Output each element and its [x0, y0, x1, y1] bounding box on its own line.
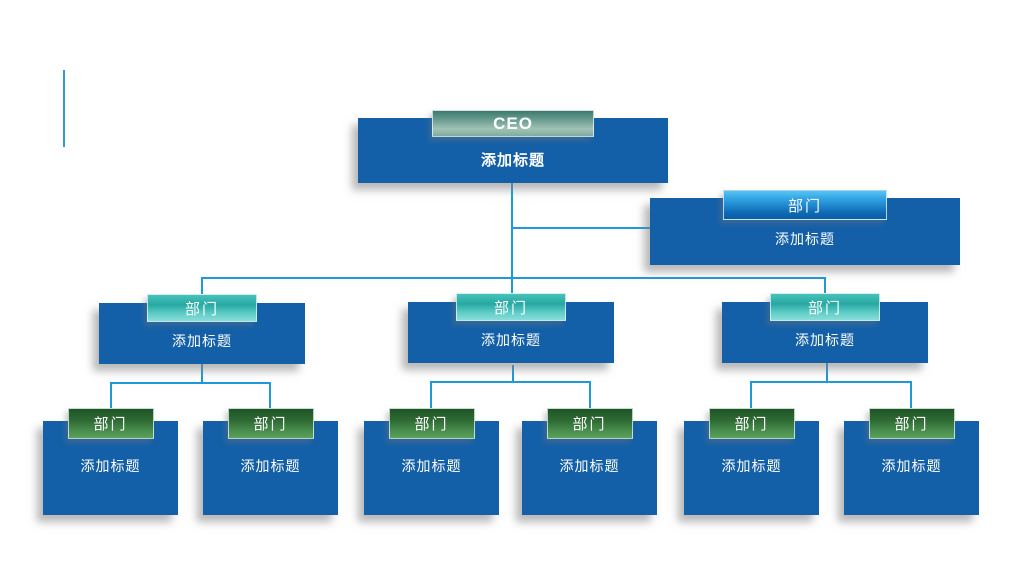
dept-node-leaf-3[interactable]: 部门 添加标题 — [364, 408, 499, 515]
dept-node-mid-3[interactable]: 部门 添加标题 — [722, 293, 928, 363]
dept-mid-2-badge-label: 部门 — [493, 299, 528, 317]
dept-right-title-placeholder[interactable]: 添加标题 — [775, 231, 835, 247]
dept-leaf-2-title-placeholder[interactable]: 添加标题 — [240, 458, 301, 474]
connector-line — [910, 381, 912, 409]
dept-leaf-6-badge-label: 部门 — [894, 416, 929, 433]
connector-line — [110, 382, 112, 409]
connector-line — [201, 364, 203, 383]
dept-node-mid-2[interactable]: 部门 添加标题 — [408, 293, 614, 363]
dept-mid-1-badge-label: 部门 — [184, 300, 219, 318]
dept-mid-3-badge-label: 部门 — [807, 299, 842, 317]
dept-leaf-2-badge[interactable]: 部门 — [227, 408, 314, 439]
dept-leaf-1-badge[interactable]: 部门 — [67, 408, 154, 439]
connector-line — [430, 381, 432, 409]
connector-line — [512, 227, 650, 229]
dept-node-leaf-4[interactable]: 部门 添加标题 — [522, 408, 657, 515]
connector-line — [826, 363, 828, 382]
dept-leaf-2-badge-label: 部门 — [253, 416, 288, 433]
connector-line — [269, 382, 271, 409]
connector-line — [589, 381, 591, 409]
dept-node-leaf-5[interactable]: 部门 添加标题 — [684, 408, 819, 515]
dept-mid-1-title-placeholder[interactable]: 添加标题 — [172, 333, 232, 349]
connector-line — [511, 183, 513, 296]
dept-node-leaf-2[interactable]: 部门 添加标题 — [203, 408, 338, 515]
dept-leaf-3-title-placeholder[interactable]: 添加标题 — [401, 458, 462, 474]
dept-mid-3-badge[interactable]: 部门 — [770, 293, 880, 321]
dept-leaf-5-badge-label: 部门 — [734, 416, 769, 433]
dept-leaf-5-title-placeholder[interactable]: 添加标题 — [721, 458, 782, 474]
dept-node-mid-1[interactable]: 部门 添加标题 — [99, 294, 305, 364]
dept-right-badge[interactable]: 部门 — [723, 190, 887, 220]
dept-node-right[interactable]: 部门 添加标题 — [650, 190, 960, 265]
dept-leaf-1-title-placeholder[interactable]: 添加标题 — [80, 458, 141, 474]
connector-line — [110, 382, 271, 384]
connector-line — [750, 381, 912, 383]
dept-node-leaf-6[interactable]: 部门 添加标题 — [844, 408, 979, 515]
ceo-badge[interactable]: CEO — [432, 110, 594, 137]
dept-leaf-4-badge[interactable]: 部门 — [546, 408, 633, 439]
dept-node-leaf-1[interactable]: 部门 添加标题 — [43, 408, 178, 515]
connector-line — [430, 381, 591, 383]
dept-right-badge-label: 部门 — [787, 197, 822, 215]
dept-leaf-1-badge-label: 部门 — [93, 416, 128, 433]
connector-line — [201, 277, 826, 279]
dept-leaf-4-badge-label: 部门 — [572, 416, 607, 433]
dept-leaf-6-title-placeholder[interactable]: 添加标题 — [881, 458, 942, 474]
dept-leaf-4-title-placeholder[interactable]: 添加标题 — [559, 458, 620, 474]
connector-line — [824, 277, 826, 293]
dept-leaf-3-badge-label: 部门 — [414, 416, 449, 433]
decorative-accent-line — [63, 70, 65, 147]
connector-line — [512, 365, 514, 382]
connector-line — [750, 381, 752, 409]
dept-leaf-5-badge[interactable]: 部门 — [708, 408, 795, 439]
ceo-badge-label: CEO — [493, 113, 533, 133]
dept-leaf-6-badge[interactable]: 部门 — [868, 408, 955, 439]
dept-mid-2-badge[interactable]: 部门 — [456, 293, 566, 321]
dept-leaf-3-badge[interactable]: 部门 — [388, 408, 475, 439]
ceo-title-placeholder[interactable]: 添加标题 — [480, 152, 545, 169]
dept-mid-3-title-placeholder[interactable]: 添加标题 — [795, 332, 855, 348]
connector-line — [201, 277, 203, 296]
ceo-node[interactable]: CEO 添加标题 — [358, 110, 668, 183]
dept-mid-1-badge[interactable]: 部门 — [147, 294, 257, 322]
dept-mid-2-title-placeholder[interactable]: 添加标题 — [481, 332, 541, 348]
